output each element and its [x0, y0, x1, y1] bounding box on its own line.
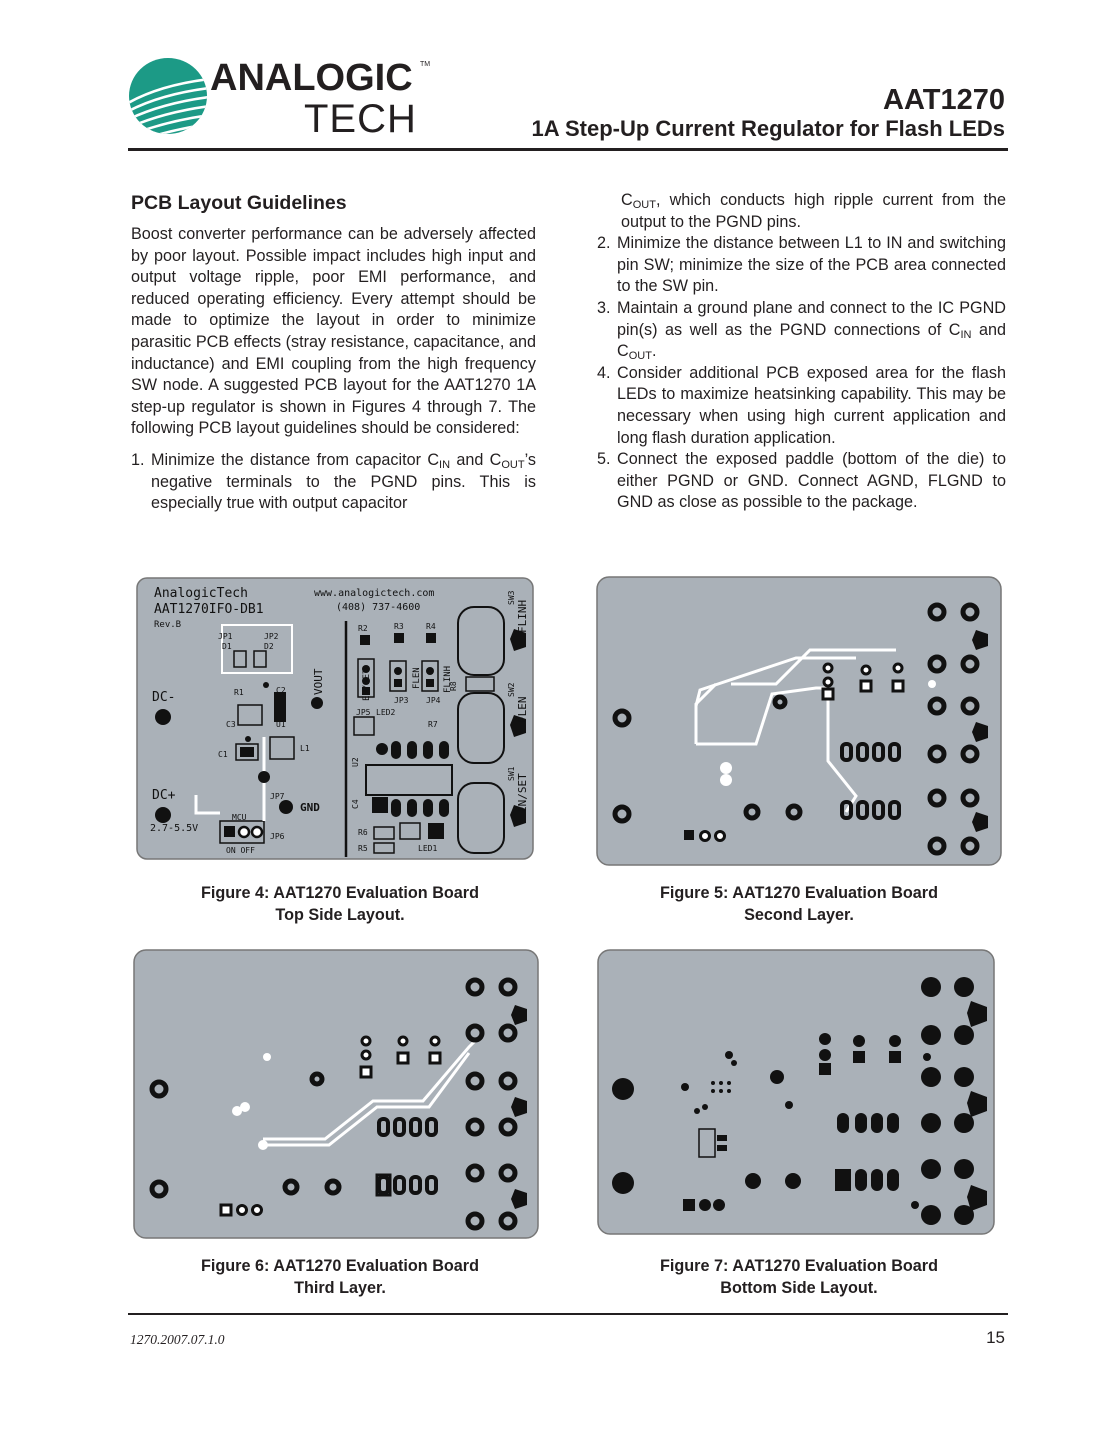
- document-subtitle: 1A Step-Up Current Regulator for Flash L…: [531, 116, 1005, 141]
- silk-label-r3: R3: [394, 622, 404, 631]
- silk-label-d1: D1: [222, 642, 232, 651]
- figure-6-board-third-layer: [133, 949, 539, 1239]
- silk-label-r2: R2: [358, 624, 368, 633]
- logo-line1: ANALOGIC: [210, 57, 413, 99]
- section-heading: PCB Layout Guidelines: [131, 192, 347, 214]
- silk-label-led2: LED2: [376, 708, 395, 717]
- label-enset: EN/SET: [516, 773, 529, 813]
- figure-4-board-top-side: AnalogicTech AAT1270IFO-DB1 Rev.B www.an…: [136, 577, 534, 860]
- page-number: 15: [986, 1328, 1005, 1347]
- logo-tm: TM: [420, 61, 430, 68]
- silk-label-c3: C3: [226, 720, 236, 729]
- label-dc-plus: DC+: [152, 788, 176, 803]
- silk-label-jp4: JP4: [426, 696, 441, 705]
- silk-label-r4: R4: [426, 622, 436, 631]
- silk-label-r6: R6: [358, 828, 368, 837]
- guideline-item-2: 2.Minimize the distance between L1 to IN…: [597, 234, 1006, 296]
- guideline-item-3: 3.Maintain a ground plane and connect to…: [597, 298, 1007, 363]
- label-mcu: MCU: [232, 813, 247, 822]
- silk-label-u2: U2: [351, 757, 360, 767]
- guideline-item-4: 4.Consider additional PCB exposed area f…: [597, 363, 1006, 447]
- silk-label-jp3: JP3: [394, 696, 409, 705]
- board-phone: (408) 737-4600: [336, 602, 420, 613]
- silk-label-sw1: SW1: [507, 766, 516, 781]
- left-column: PCB Layout Guidelines Boost converter pe…: [131, 190, 536, 515]
- silk-label-jp2: JP2: [264, 632, 279, 641]
- board-url: www.analogictech.com: [314, 588, 434, 599]
- label-flen-top: FLEN: [412, 667, 422, 689]
- label-flinh-top: FLINH: [443, 666, 453, 693]
- header-rule: [128, 148, 1008, 151]
- board-model: AAT1270IFO-DB1: [154, 602, 264, 617]
- silk-label-c1: C1: [218, 750, 228, 759]
- guideline-list: 1. Minimize the distance from capacitor …: [131, 450, 536, 515]
- footer-rule: [128, 1313, 1008, 1315]
- silk-label-r7: R7: [428, 720, 438, 729]
- figure-7-board-bottom-side: [597, 949, 995, 1235]
- label-enset-top: EN/SET: [362, 668, 372, 701]
- guideline-item-5: 5.Connect the exposed paddle (bottom of …: [597, 450, 1006, 512]
- analogictech-logo: ANALOGIC TM TECH: [128, 56, 438, 141]
- logo-line2: TECH: [304, 97, 417, 138]
- intro-paragraph: Boost converter performance can be adver…: [131, 225, 536, 438]
- silk-label-jp6: JP6: [270, 832, 285, 841]
- label-gnd: GND: [300, 801, 320, 814]
- silk-label-led1: LED1: [418, 844, 437, 853]
- right-column: COUT, which conducts high ripple current…: [597, 190, 1006, 514]
- silk-label-r8: R8: [449, 681, 458, 691]
- board-brand: AnalogicTech: [154, 586, 248, 601]
- silk-label-sw3: SW3: [507, 590, 516, 605]
- silk-label-r5: R5: [358, 844, 368, 853]
- label-flinh: FLINH: [516, 600, 529, 633]
- silk-label-jp7: JP7: [270, 792, 285, 801]
- part-number: AAT1270: [883, 84, 1005, 116]
- label-vout: VOUT: [312, 668, 325, 695]
- silk-label-jp1: JP1: [218, 632, 233, 641]
- silk-label-c2: C2: [276, 686, 286, 695]
- guideline-item-1-continued: COUT, which conducts high ripple current…: [621, 191, 1006, 231]
- silk-label-jp5: JP5: [356, 708, 371, 717]
- label-flen: FLEN: [516, 697, 529, 724]
- silk-label-u1: U1: [276, 720, 286, 729]
- silk-label-sw2: SW2: [507, 682, 516, 697]
- label-voltage: 2.7-5.5V: [150, 823, 198, 834]
- silk-label-l1: L1: [300, 744, 310, 753]
- silk-label-r1: R1: [234, 688, 244, 697]
- board-rev: Rev.B: [154, 620, 181, 630]
- label-on-off: ON OFF: [226, 846, 255, 855]
- label-dc-minus: DC-: [152, 690, 175, 705]
- silk-label-c4: C4: [351, 799, 360, 809]
- silk-label-d2: D2: [264, 642, 274, 651]
- figure-5-board-second-layer: [596, 576, 1002, 866]
- guideline-item-1: 1. Minimize the distance from capacitor …: [131, 450, 536, 513]
- document-id: 1270.2007.07.1.0: [130, 1332, 225, 1347]
